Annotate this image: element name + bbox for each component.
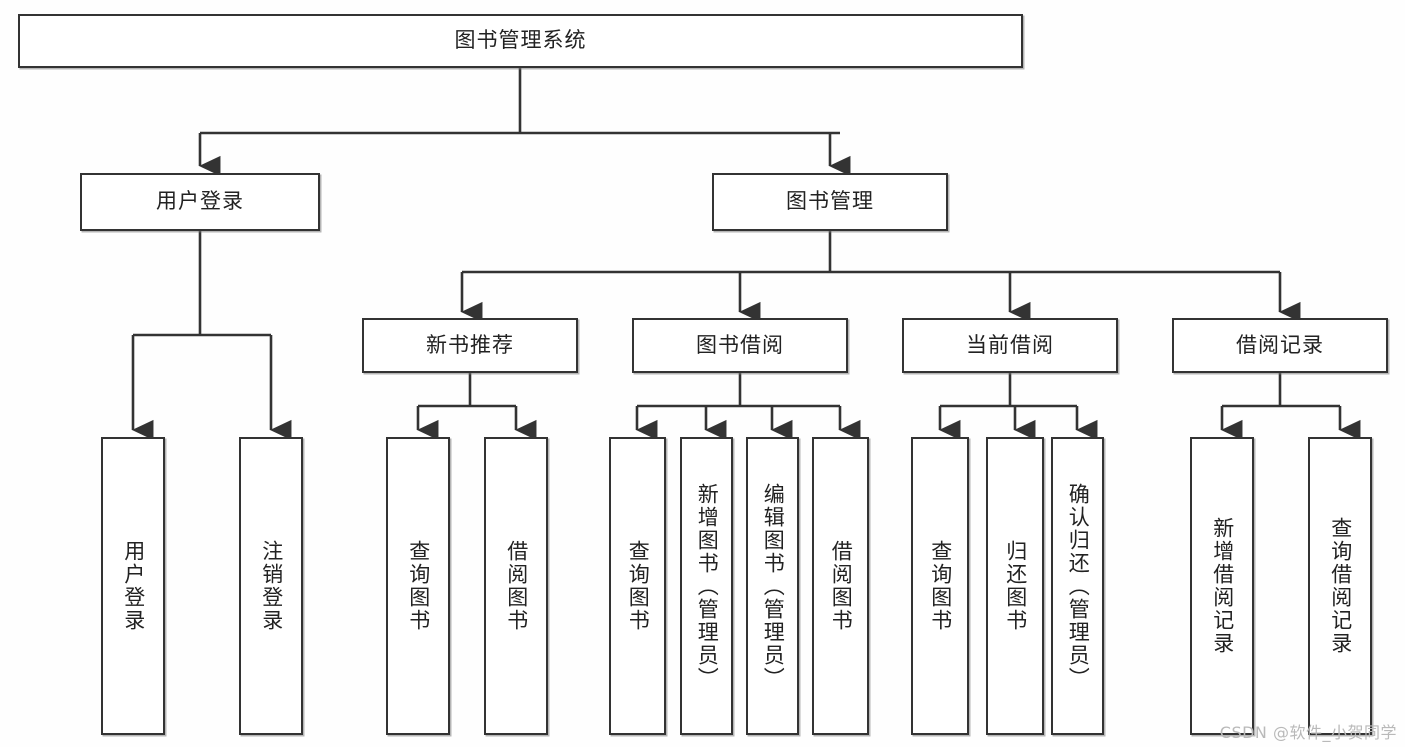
leaf-borrow-book-2[interactable]: 借阅图书 bbox=[812, 437, 869, 735]
node-label: 用户登录 bbox=[121, 540, 146, 632]
node-label: 编辑图书（管理员） bbox=[761, 482, 786, 690]
node-label: 用户登录 bbox=[156, 189, 244, 214]
leaf-logout[interactable]: 注销登录 bbox=[239, 437, 303, 735]
node-new-book-recommend[interactable]: 新书推荐 bbox=[362, 318, 578, 373]
node-label: 借阅记录 bbox=[1236, 332, 1324, 357]
node-label: 查询图书 bbox=[626, 540, 651, 632]
leaf-query-book-3[interactable]: 查询图书 bbox=[911, 437, 969, 735]
leaf-confirm-return[interactable]: 确认归还（管理员） bbox=[1051, 437, 1104, 735]
node-label: 图书管理系统 bbox=[454, 28, 587, 53]
node-label: 借阅图书 bbox=[504, 540, 529, 632]
leaf-borrow-book-1[interactable]: 借阅图书 bbox=[484, 437, 548, 735]
node-current-borrow[interactable]: 当前借阅 bbox=[902, 318, 1118, 373]
node-label: 新增图书（管理员） bbox=[695, 482, 720, 690]
node-label: 注销登录 bbox=[259, 540, 284, 632]
leaf-query-book-1[interactable]: 查询图书 bbox=[386, 437, 450, 735]
leaf-edit-book[interactable]: 编辑图书（管理员） bbox=[746, 437, 799, 735]
leaf-add-book[interactable]: 新增图书（管理员） bbox=[680, 437, 733, 735]
node-label: 新增借阅记录 bbox=[1210, 517, 1235, 655]
node-label: 查询图书 bbox=[406, 540, 431, 632]
watermark-text: CSDN @软件_小贺同学 bbox=[1219, 723, 1397, 742]
node-label: 当前借阅 bbox=[966, 332, 1054, 357]
node-label: 确认归还（管理员） bbox=[1066, 482, 1091, 690]
node-label: 图书管理 bbox=[786, 189, 874, 214]
node-book-manage[interactable]: 图书管理 bbox=[712, 173, 948, 231]
node-label: 归还图书 bbox=[1003, 540, 1028, 632]
node-borrow-record[interactable]: 借阅记录 bbox=[1172, 318, 1388, 373]
node-root-system[interactable]: 图书管理系统 bbox=[18, 14, 1023, 68]
leaf-add-borrow-record[interactable]: 新增借阅记录 bbox=[1190, 437, 1254, 735]
leaf-query-borrow-record[interactable]: 查询借阅记录 bbox=[1308, 437, 1372, 735]
leaf-query-book-2[interactable]: 查询图书 bbox=[609, 437, 666, 735]
node-label: 借阅图书 bbox=[829, 540, 854, 632]
node-label: 查询图书 bbox=[928, 540, 953, 632]
node-label: 图书借阅 bbox=[696, 332, 784, 357]
node-book-borrow[interactable]: 图书借阅 bbox=[632, 318, 848, 373]
node-label: 查询借阅记录 bbox=[1328, 517, 1353, 655]
node-user-login[interactable]: 用户登录 bbox=[80, 173, 320, 231]
node-label: 新书推荐 bbox=[426, 332, 514, 357]
leaf-return-book[interactable]: 归还图书 bbox=[986, 437, 1044, 735]
leaf-user-login[interactable]: 用户登录 bbox=[101, 437, 165, 735]
